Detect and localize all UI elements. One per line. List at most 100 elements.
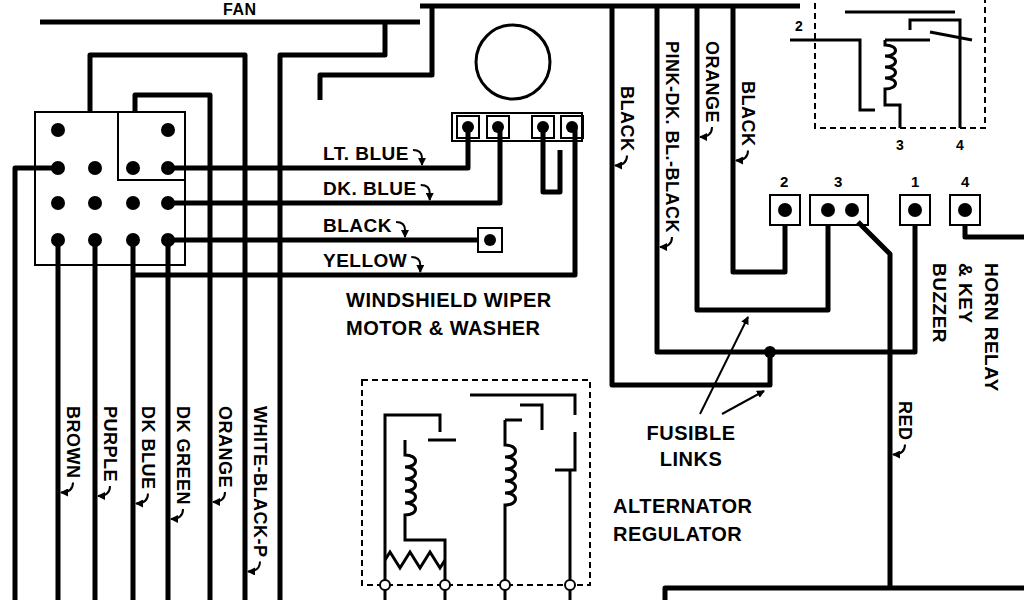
wire	[168, 128, 500, 203]
terminal-dot	[845, 203, 859, 217]
connector-body	[35, 112, 185, 265]
wire-color-label: DK GREEN	[173, 405, 193, 506]
terminal	[487, 116, 509, 138]
wire	[665, 588, 1024, 600]
wire-color-label: BLACK	[738, 80, 758, 148]
wire	[858, 222, 890, 588]
leader-hook	[660, 237, 672, 247]
terminal	[561, 116, 583, 138]
terminal	[380, 580, 390, 590]
terminal	[770, 195, 800, 225]
contact-symbol	[520, 405, 542, 430]
connector-pin	[51, 196, 65, 210]
terminal-dot	[492, 121, 504, 133]
wire	[135, 95, 210, 600]
component-label: HORN RELAY & KEY BUZZER	[926, 262, 1004, 410]
relay-housing	[815, 0, 985, 128]
connector-pin	[126, 196, 140, 210]
wire	[168, 238, 478, 243]
connector-pin	[88, 161, 102, 175]
connector-body	[118, 112, 185, 180]
coil-symbol	[885, 40, 900, 128]
leader-line	[700, 317, 748, 414]
relay-wire	[790, 40, 875, 110]
wire	[40, 20, 420, 25]
leader-hook	[136, 494, 148, 504]
relay-wire	[845, 11, 955, 14]
wire	[320, 6, 432, 100]
wire	[93, 240, 98, 600]
terminal-number: 1	[910, 172, 921, 192]
terminal-number: 4	[960, 172, 971, 192]
coil-symbol	[505, 420, 516, 600]
terminal-dot	[484, 234, 496, 246]
terminal-dot	[537, 121, 549, 133]
terminal-dot	[566, 121, 578, 133]
terminal-number: 3	[895, 135, 905, 155]
wire	[90, 55, 245, 600]
wire	[15, 168, 58, 600]
connector-pin	[161, 196, 175, 210]
terminal	[457, 116, 479, 138]
terminal	[500, 580, 510, 590]
terminal	[532, 116, 554, 138]
wire-color-label: DK BLUE	[138, 405, 158, 491]
leader-hook	[98, 486, 110, 496]
connector-pin	[126, 161, 140, 175]
terminal-dot	[778, 203, 792, 217]
terminal-dot	[908, 203, 922, 217]
terminal-dot	[462, 121, 474, 133]
leader-hook	[700, 127, 712, 137]
terminal-number: 3	[833, 172, 844, 192]
leader-hook	[413, 150, 422, 165]
connector-pin	[88, 196, 102, 210]
component-label: ALTERNATOR REGULATOR	[612, 492, 789, 548]
leader-hook	[411, 257, 420, 272]
terminal	[810, 195, 868, 225]
splice-dot	[764, 346, 776, 358]
wire	[612, 6, 770, 385]
wire-color-label: BLACK	[322, 216, 393, 236]
regulator-wire	[385, 415, 440, 600]
wire	[657, 6, 915, 352]
leader-hook	[213, 492, 225, 502]
leader-line	[722, 391, 764, 414]
connector-pin	[88, 233, 102, 247]
component-label: FUSIBLE LINKS	[625, 420, 757, 472]
leader-hook	[736, 151, 748, 161]
leader-hook	[396, 222, 405, 237]
connector-pin	[51, 233, 65, 247]
wire	[56, 240, 61, 600]
terminal-dot	[821, 203, 835, 217]
terminal-strip	[452, 113, 582, 141]
leader-hook	[171, 509, 183, 519]
wire-color-label: BROWN	[63, 405, 83, 480]
wire	[133, 128, 575, 275]
relay-wire	[885, 39, 930, 42]
resistor-symbol	[385, 552, 445, 568]
wire	[166, 240, 171, 600]
wire-color-label: LT. BLUE	[322, 144, 410, 164]
connector-pin	[161, 233, 175, 247]
wire	[733, 6, 785, 272]
terminal-number: 2	[779, 172, 790, 192]
wire-color-label: WHITE-BLACK-P	[250, 405, 270, 558]
wire-color-label: BLACK	[617, 85, 637, 153]
leader-hook	[248, 561, 260, 571]
motor-symbol	[476, 25, 550, 99]
connector-pin	[161, 161, 175, 175]
wire-color-label: YELLOW	[322, 251, 408, 271]
wire-color-label: DK. BLUE	[322, 179, 418, 199]
wire-color-label: PURPLE	[100, 405, 120, 483]
wire	[697, 6, 828, 310]
connector-pin	[51, 161, 65, 175]
regulator-wire	[505, 419, 522, 422]
wire-color-label: PINK-DK. BL.-BLACK	[662, 40, 682, 234]
wire-color-label: ORANGE	[702, 40, 722, 124]
contact-symbol	[930, 32, 972, 40]
connector-pin	[161, 123, 175, 137]
terminal	[950, 195, 980, 225]
terminal	[900, 195, 930, 225]
wire-color-label: ORANGE	[215, 405, 235, 489]
